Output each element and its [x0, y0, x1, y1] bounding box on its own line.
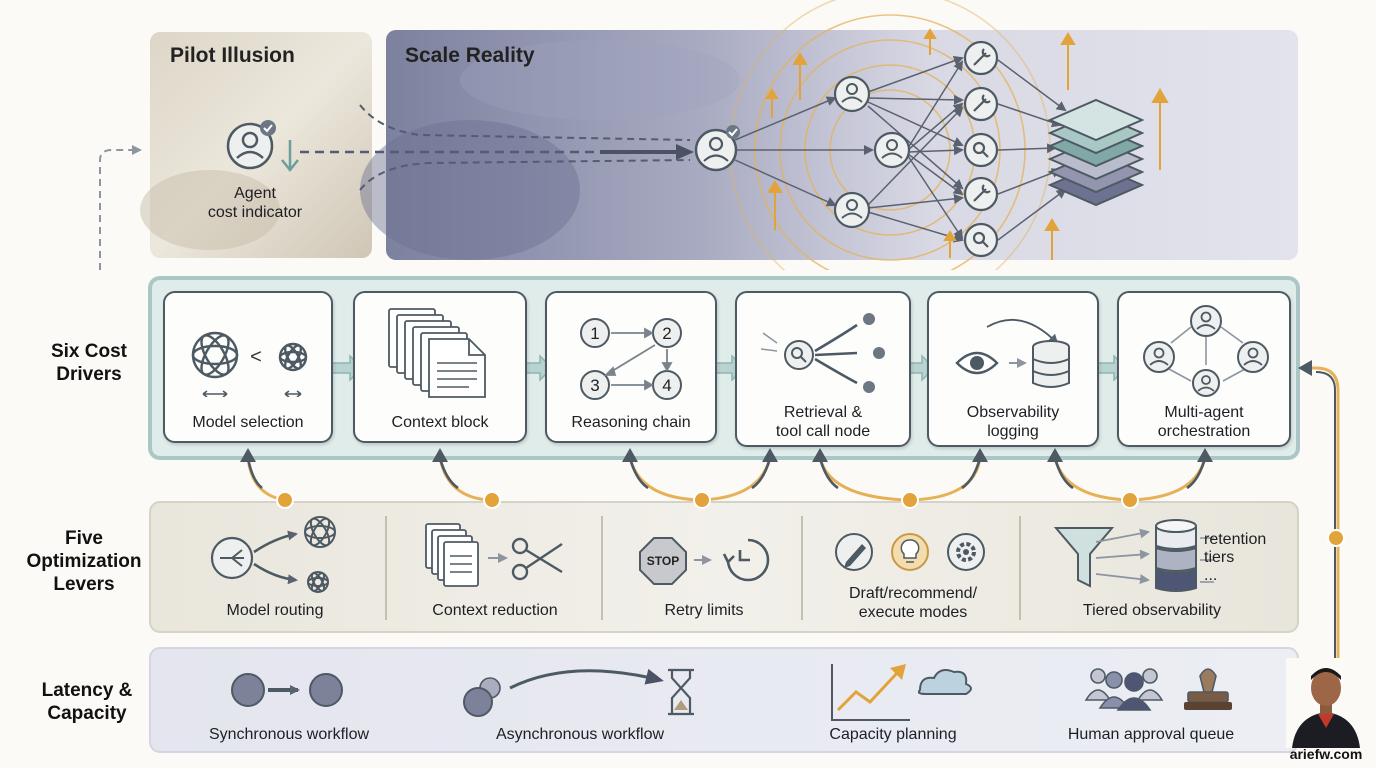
- timer-icon: [722, 538, 770, 582]
- lever-label: Context reduction: [432, 602, 558, 619]
- driver-label-1: Multi-agent: [1164, 404, 1244, 421]
- driver-label-1: Retrieval &: [783, 404, 863, 421]
- reasoning-steps-icon: 1 2 3 4: [580, 318, 682, 400]
- latency-label: Capacity planning: [829, 726, 957, 743]
- document-stack-icon: [388, 308, 486, 398]
- pencil-icon: [835, 533, 873, 571]
- step-2: 2: [662, 324, 671, 343]
- driver-label: Model selection: [192, 414, 304, 431]
- latency-label: Human approval queue: [1067, 726, 1235, 743]
- drivers-row-label-1: Six Cost: [50, 341, 128, 362]
- pilot-agent-label-2: cost indicator: [207, 204, 303, 221]
- cost-up-arrows: [765, 28, 1169, 260]
- approval-stamp-icon: [1184, 668, 1232, 710]
- driver-label-2: tool call node: [775, 423, 871, 440]
- lever-label-modes: Draft/recommend/ execute modes: [806, 584, 1020, 622]
- lever-label-1: Draft/recommend/: [848, 585, 978, 602]
- driver-model-selection: < Model selection: [163, 291, 333, 443]
- lightbulb-icon: [891, 533, 929, 571]
- retention-label-2: tiers: [1204, 549, 1235, 566]
- scale-network: [99, 0, 1169, 270]
- driver-retrieval-tool: Retrieval & tool call node: [735, 291, 911, 447]
- levers-icons: STOP: [210, 516, 1214, 620]
- driver-label: Context block: [391, 414, 489, 431]
- lever-label: Retry limits: [664, 602, 744, 619]
- pilot-title: Pilot Illusion: [170, 44, 295, 67]
- scale-panel-bg: [386, 30, 1298, 260]
- levers-row-label-3: Levers: [53, 574, 115, 595]
- pilot-agent-label-1: Agent: [234, 185, 276, 202]
- eye-database-icon: [955, 319, 1070, 388]
- capacity-feedback-link: [1298, 360, 1345, 690]
- step-1: 1: [590, 324, 599, 343]
- author-avatar: [1286, 658, 1366, 748]
- stop-text: STOP: [647, 554, 679, 568]
- latency-label: Asynchronous workflow: [495, 726, 665, 743]
- driver-observability: Observability logging: [927, 291, 1099, 447]
- tiered-database-icon: [1155, 519, 1214, 592]
- model-size-compare-icon: <: [191, 331, 308, 397]
- async-workflow-icon: [463, 668, 694, 717]
- driver-context-block: Context block: [353, 291, 527, 443]
- latency-row-label-1: Latency &: [41, 680, 133, 701]
- scale-agent-icon: [694, 125, 740, 172]
- compare-symbol: <: [250, 346, 262, 368]
- latency-row-label-2: Capacity: [47, 703, 127, 724]
- sync-workflow-icon: [231, 673, 343, 707]
- retention-label-1: retention: [1204, 531, 1267, 548]
- gear-icon: [947, 533, 985, 571]
- pilot-agent-icon: [226, 120, 299, 173]
- stop-sign-icon: STOP: [639, 537, 687, 585]
- retrieval-fanout-icon: [760, 313, 885, 393]
- driver-label-1: Observability: [966, 404, 1060, 421]
- lever-links: [240, 448, 1213, 509]
- driver-label-2: orchestration: [1157, 423, 1251, 440]
- scale-title: Scale Reality: [405, 44, 535, 67]
- cloud-icon: [917, 669, 972, 695]
- levers-row-label-2: Optimization: [26, 551, 142, 572]
- lever-label: Model routing: [226, 602, 324, 619]
- people-queue-icon: [1084, 668, 1164, 711]
- documents-scissors-icon: [425, 523, 563, 587]
- lever-label: Tiered observability: [1082, 602, 1222, 619]
- layer-stack-icon: [1047, 98, 1145, 207]
- capacity-chart-icon: [831, 664, 910, 721]
- latency-icons: [231, 664, 1232, 721]
- latency-label: Synchronous workflow: [208, 726, 370, 743]
- drivers-row-label-2: Drivers: [56, 364, 122, 385]
- driver-reasoning-chain: 1 2 3 4 Reasoning chain: [545, 291, 717, 443]
- router-icon: [210, 516, 336, 593]
- driver-label: Reasoning chain: [571, 414, 691, 431]
- tool-icons: [963, 40, 999, 258]
- driver-label-2: logging: [987, 423, 1039, 440]
- step-4: 4: [662, 376, 671, 395]
- feedback-dashed-arrow: [99, 145, 142, 270]
- funnel-icon: [1053, 527, 1150, 588]
- lever-label-2: execute modes: [858, 604, 968, 621]
- agent-network-icon: [1143, 305, 1269, 397]
- levers-row-label-1: Five: [64, 528, 104, 549]
- retention-label-3: ...: [1204, 567, 1218, 584]
- step-3: 3: [590, 376, 599, 395]
- author-credit: ariefw.com: [1289, 746, 1363, 762]
- driver-multi-agent: Multi-agent orchestration: [1117, 291, 1291, 447]
